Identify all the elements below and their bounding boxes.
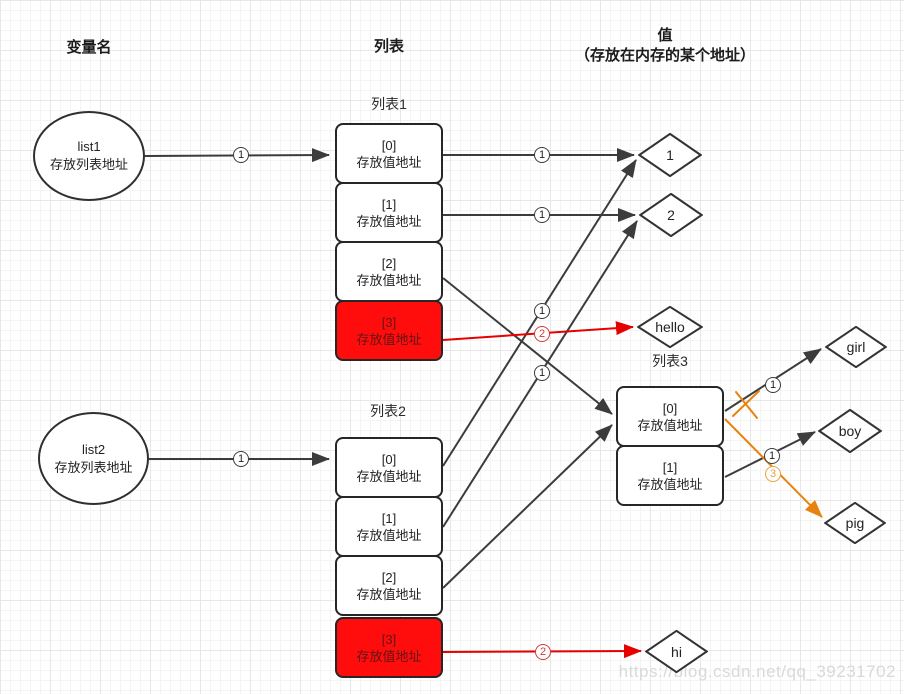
value-node-2-label: 2 [667, 207, 675, 223]
list1-label: 列表1 [371, 96, 407, 112]
diamond-shape [818, 409, 882, 453]
list1-cell-3-highlighted: [3] 存放值地址 [335, 300, 443, 361]
step-badge-2: 2 [535, 644, 551, 660]
cell-index: [2] [381, 569, 397, 585]
step-badge-1: 1 [233, 147, 249, 163]
header-value-line1: 值 [657, 27, 673, 44]
variable-node-list2: list2 存放列表地址 [38, 412, 149, 505]
header-value-line2: （存放在内存的某个地址） [574, 47, 755, 64]
value-node-boy-label: boy [838, 423, 862, 439]
value-node-pig: pig [824, 502, 886, 544]
list1-cell-2: [2] 存放值地址 [335, 241, 443, 302]
value-node-girl-label: girl [846, 339, 866, 355]
list1-box: [0] 存放值地址 [1] 存放值地址 [2] 存放值地址 [3] 存放值地址 [335, 123, 443, 361]
cell-index: [1] [381, 510, 397, 526]
list2-cell-2: [2] 存放值地址 [335, 555, 443, 616]
list1-cell-0: [0] 存放值地址 [335, 123, 443, 184]
step-badge-1: 1 [534, 207, 550, 223]
cell-text: 存放值地址 [356, 648, 422, 664]
cell-text: 存放值地址 [356, 272, 422, 288]
value-node-pig-label: pig [845, 515, 865, 531]
variable-node-list1: list1 存放列表地址 [33, 111, 145, 201]
cell-index: [3] [381, 631, 397, 647]
header-value: 值 （存放在内存的某个地址） [545, 26, 785, 66]
variable-list2-desc: 存放列表地址 [54, 459, 133, 475]
list3-cell-0: [0] 存放值地址 [616, 386, 724, 447]
cell-text: 存放值地址 [637, 417, 703, 433]
value-node-hello: hello [637, 306, 703, 348]
value-node-2: 2 [639, 193, 703, 237]
cell-index: [2] [381, 255, 397, 271]
value-node-girl: girl [825, 326, 887, 368]
diamond-shape [637, 306, 703, 348]
variable-list2-name: list2 [81, 441, 106, 457]
diamond-shape [645, 630, 708, 673]
value-node-1-label: 1 [666, 147, 674, 163]
list3-cell-1: [1] 存放值地址 [616, 445, 724, 506]
cell-index: [1] [662, 459, 678, 475]
value-node-1: 1 [638, 133, 702, 177]
cell-text: 存放值地址 [356, 213, 422, 229]
cell-index: [0] [381, 137, 397, 153]
cell-text: 存放值地址 [356, 468, 422, 484]
diamond-shape [639, 193, 703, 237]
cell-text: 存放值地址 [356, 586, 422, 602]
value-node-boy: boy [818, 409, 882, 453]
cell-text: 存放值地址 [356, 527, 422, 543]
header-variable-name: 变量名 [66, 39, 112, 56]
edge-list1-2-to-list3 [442, 277, 613, 415]
step-badge-1: 1 [765, 377, 781, 393]
list2-label: 列表2 [370, 403, 406, 419]
step-badge-1: 1 [534, 147, 550, 163]
list3-label: 列表3 [652, 353, 688, 369]
diamond-shape [824, 502, 886, 544]
cell-index: [3] [381, 314, 397, 330]
cross-out-mark [735, 391, 758, 419]
step-badge-1: 1 [233, 451, 249, 467]
cell-index: [1] [381, 196, 397, 212]
list2-cell-0: [0] 存放值地址 [335, 437, 443, 498]
variable-list1-name: list1 [77, 139, 101, 154]
cell-index: [0] [381, 451, 397, 467]
list3-box: [0] 存放值地址 [1] 存放值地址 [616, 386, 724, 506]
step-badge-1: 1 [534, 303, 550, 319]
cell-text: 存放值地址 [356, 331, 422, 347]
cell-text: 存放值地址 [637, 476, 703, 492]
list2-box: [0] 存放值地址 [1] 存放值地址 [2] 存放值地址 [3] 存放值地址 [335, 437, 443, 678]
edge-list2-2-to-list3 [442, 424, 613, 589]
value-node-hi: hi [645, 630, 708, 673]
value-node-hello-label: hello [655, 319, 685, 335]
cell-index: [0] [662, 400, 678, 416]
list1-cell-1: [1] 存放值地址 [335, 182, 443, 243]
step-badge-1: 1 [534, 365, 550, 381]
step-badge-2: 2 [534, 326, 550, 342]
list2-cell-1: [1] 存放值地址 [335, 496, 443, 557]
value-node-hi-label: hi [671, 643, 682, 660]
step-badge-3: 3 [765, 466, 781, 482]
list2-cell-3-highlighted: [3] 存放值地址 [335, 617, 443, 678]
diamond-shape [825, 326, 887, 368]
cell-text: 存放值地址 [356, 154, 422, 170]
header-list: 列表 [373, 38, 404, 55]
diamond-shape [638, 133, 702, 177]
step-badge-1: 1 [764, 448, 780, 464]
watermark-text: https://blog.csdn.net/qq_39231702 [618, 662, 896, 681]
variable-list1-desc: 存放列表地址 [49, 157, 128, 172]
